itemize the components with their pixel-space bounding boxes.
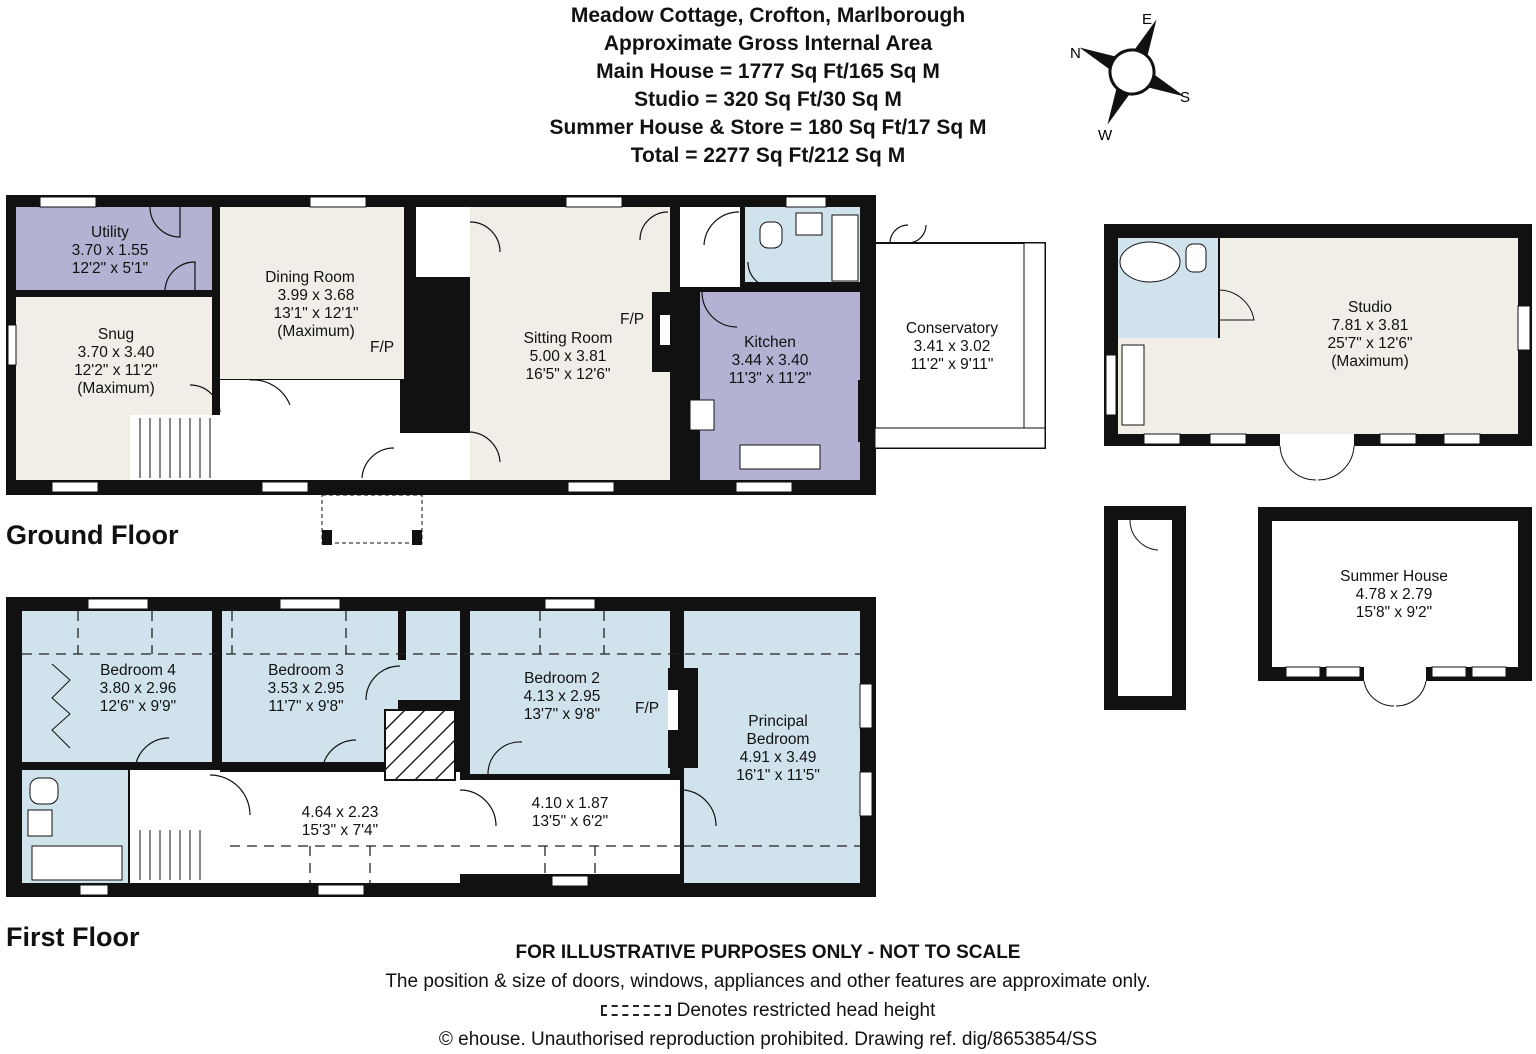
svg-text:13'1" x 12'1": 13'1" x 12'1"	[273, 305, 358, 322]
footer: FOR ILLUSTRATIVE PURPOSES ONLY - NOT TO …	[300, 938, 1236, 1054]
landing-2-label: 4.10 x 1.87	[532, 795, 609, 812]
studio-area: Studio = 320 Sq Ft/30 Sq M	[634, 88, 902, 111]
header-block: Meadow Cottage, Crofton, Marlborough App…	[420, 2, 1116, 170]
area-heading: Approximate Gross Internal Area	[603, 32, 933, 55]
landing-1-label: 4.64 x 2.23	[302, 804, 379, 821]
svg-text:7.81 x 3.81: 7.81 x 3.81	[1332, 317, 1409, 334]
svg-text:25'7" x 12'6": 25'7" x 12'6"	[1327, 335, 1412, 352]
copyright: © ehouse. Unauthorised reproduction proh…	[438, 1029, 1098, 1050]
svg-text:15'3" x 7'4": 15'3" x 7'4"	[302, 822, 378, 839]
summer-house-room	[1272, 521, 1518, 667]
svg-text:(Maximum): (Maximum)	[277, 323, 355, 340]
svg-text:11'2" x 9'11": 11'2" x 9'11"	[911, 356, 994, 373]
svg-text:Bedroom: Bedroom	[747, 731, 810, 748]
fireplace-label: F/P	[620, 311, 644, 328]
bedroom-4	[22, 611, 212, 762]
room-labels: Utility 3.70 x 1.55 12'2" x 5'1" Snug 3.…	[72, 224, 1448, 839]
svg-text:4.78 x 2.79: 4.78 x 2.79	[1356, 586, 1433, 603]
hallway	[220, 380, 400, 480]
floor-plan: Utility 3.70 x 1.55 12'2" x 5'1" Snug 3.…	[6, 195, 1532, 897]
first-stairs	[130, 770, 220, 883]
studio-label: Studio	[1348, 299, 1392, 316]
fireplace-label: F/P	[635, 700, 659, 717]
studio-room	[1220, 238, 1518, 434]
total-area: Total = 2277 Sq Ft/212 Sq M	[630, 144, 906, 167]
ground-floor-label: Ground Floor	[6, 520, 179, 550]
principal-bedroom-label: Principal	[748, 713, 807, 730]
disclaimer: FOR ILLUSTRATIVE PURPOSES ONLY - NOT TO …	[515, 942, 1021, 963]
studio-plan	[1104, 224, 1532, 481]
bedroom-3-label: Bedroom 3	[268, 662, 344, 679]
svg-text:3.70 x 3.40: 3.70 x 3.40	[78, 344, 155, 361]
svg-text:16'1" x 11'5": 16'1" x 11'5"	[736, 767, 820, 784]
svg-text:3.70 x 1.55: 3.70 x 1.55	[72, 242, 149, 259]
svg-text:3.80 x 2.96: 3.80 x 2.96	[100, 680, 177, 697]
dining-room	[220, 207, 404, 379]
summer-house-label: Summer House	[1340, 568, 1448, 585]
main-house-area: Main House = 1777 Sq Ft/165 Sq M	[596, 60, 940, 83]
svg-text:5.00 x 3.81: 5.00 x 3.81	[530, 348, 607, 365]
utility-label: Utility	[91, 224, 129, 241]
svg-text:11'7" x 9'8": 11'7" x 9'8"	[268, 698, 343, 715]
compass-e: E	[1142, 11, 1152, 28]
svg-text:3.41 x 3.02: 3.41 x 3.02	[914, 338, 991, 355]
sitting-room-label: Sitting Room	[524, 330, 613, 347]
svg-text:12'2" x 11'2": 12'2" x 11'2"	[74, 362, 158, 379]
first-floor-plan	[6, 597, 876, 897]
compass-s: S	[1180, 89, 1190, 106]
compass-n: N	[1070, 45, 1081, 62]
ground-floor-plan	[6, 195, 1046, 545]
landing-1	[220, 772, 460, 883]
svg-text:(Maximum): (Maximum)	[1331, 353, 1409, 370]
sitting-room	[470, 207, 670, 480]
bedroom-2-label: Bedroom 2	[524, 670, 600, 687]
svg-text:13'7" x 9'8": 13'7" x 9'8"	[524, 706, 600, 723]
svg-text:12'2" x 5'1": 12'2" x 5'1"	[72, 260, 148, 277]
svg-text:4.13 x 2.95: 4.13 x 2.95	[524, 688, 601, 705]
svg-text:11'3" x 11'2": 11'3" x 11'2"	[729, 370, 812, 387]
summer-house-area: Summer House & Store = 180 Sq Ft/17 Sq M	[549, 116, 987, 139]
svg-text:3.44 x 3.40: 3.44 x 3.40	[732, 352, 809, 369]
svg-text:13'5" x 6'2": 13'5" x 6'2"	[532, 813, 608, 830]
stairs	[130, 415, 220, 480]
summer-house-plan	[1258, 507, 1532, 707]
dashed-line-icon	[600, 1005, 671, 1017]
kitchen-label: Kitchen	[744, 334, 796, 351]
svg-text:4.91 x 3.49: 4.91 x 3.49	[740, 749, 817, 766]
conservatory-label: Conservatory	[906, 320, 998, 337]
bedroom-4-label: Bedroom 4	[100, 662, 176, 679]
svg-text:3.53 x 2.95: 3.53 x 2.95	[268, 680, 345, 697]
property-title: Meadow Cottage, Crofton, Marlborough	[570, 4, 966, 27]
principal-bedroom	[684, 611, 860, 883]
conservatory-room	[874, 242, 1046, 449]
compass-w: W	[1098, 127, 1113, 144]
first-floor-label: First Floor	[6, 922, 140, 952]
approximation-note: The position & size of doors, windows, a…	[385, 971, 1151, 992]
svg-text:16'5" x 12'6": 16'5" x 12'6"	[525, 366, 610, 383]
dining-room-label: Dining Room	[265, 269, 355, 286]
snug-label: Snug	[98, 326, 134, 343]
svg-text:15'8" x 9'2": 15'8" x 9'2"	[1356, 604, 1432, 621]
svg-text:(Maximum): (Maximum)	[77, 380, 155, 397]
landing-2	[460, 780, 680, 874]
compass-icon: N E S W	[1070, 11, 1190, 144]
head-height-key: Denotes restricted head height	[300, 996, 1236, 1025]
svg-text:12'6" x 9'9": 12'6" x 9'9"	[100, 698, 176, 715]
store-plan	[1104, 506, 1186, 710]
fireplace-label: F/P	[370, 339, 394, 356]
utility-room	[16, 207, 212, 290]
svg-text:3.99 x 3.68: 3.99 x 3.68	[278, 287, 355, 304]
